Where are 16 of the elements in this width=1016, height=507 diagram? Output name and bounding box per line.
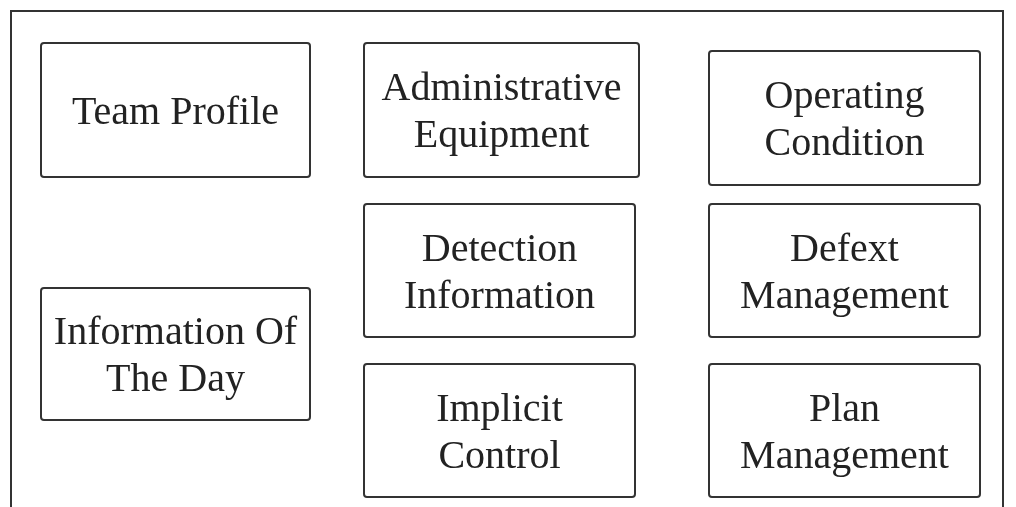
label-box — [708, 203, 981, 338]
label-box — [363, 42, 640, 178]
box-label: Plan Management — [739, 383, 950, 478]
box-label: Detection Information — [402, 223, 597, 318]
box-label: Administrative Equipment — [380, 63, 623, 157]
box-label: Team Profile — [70, 86, 281, 134]
box-label: Operating Condition — [763, 71, 926, 165]
box-label: Information Of The Day — [52, 307, 299, 401]
label-box — [363, 363, 636, 498]
label-box — [363, 203, 636, 338]
box-label: Defext Management — [739, 223, 950, 318]
label-box — [708, 50, 981, 186]
label-box — [708, 363, 981, 498]
label-box — [40, 42, 311, 178]
box-label: Implicit Control — [435, 383, 564, 478]
label-box — [40, 287, 311, 421]
